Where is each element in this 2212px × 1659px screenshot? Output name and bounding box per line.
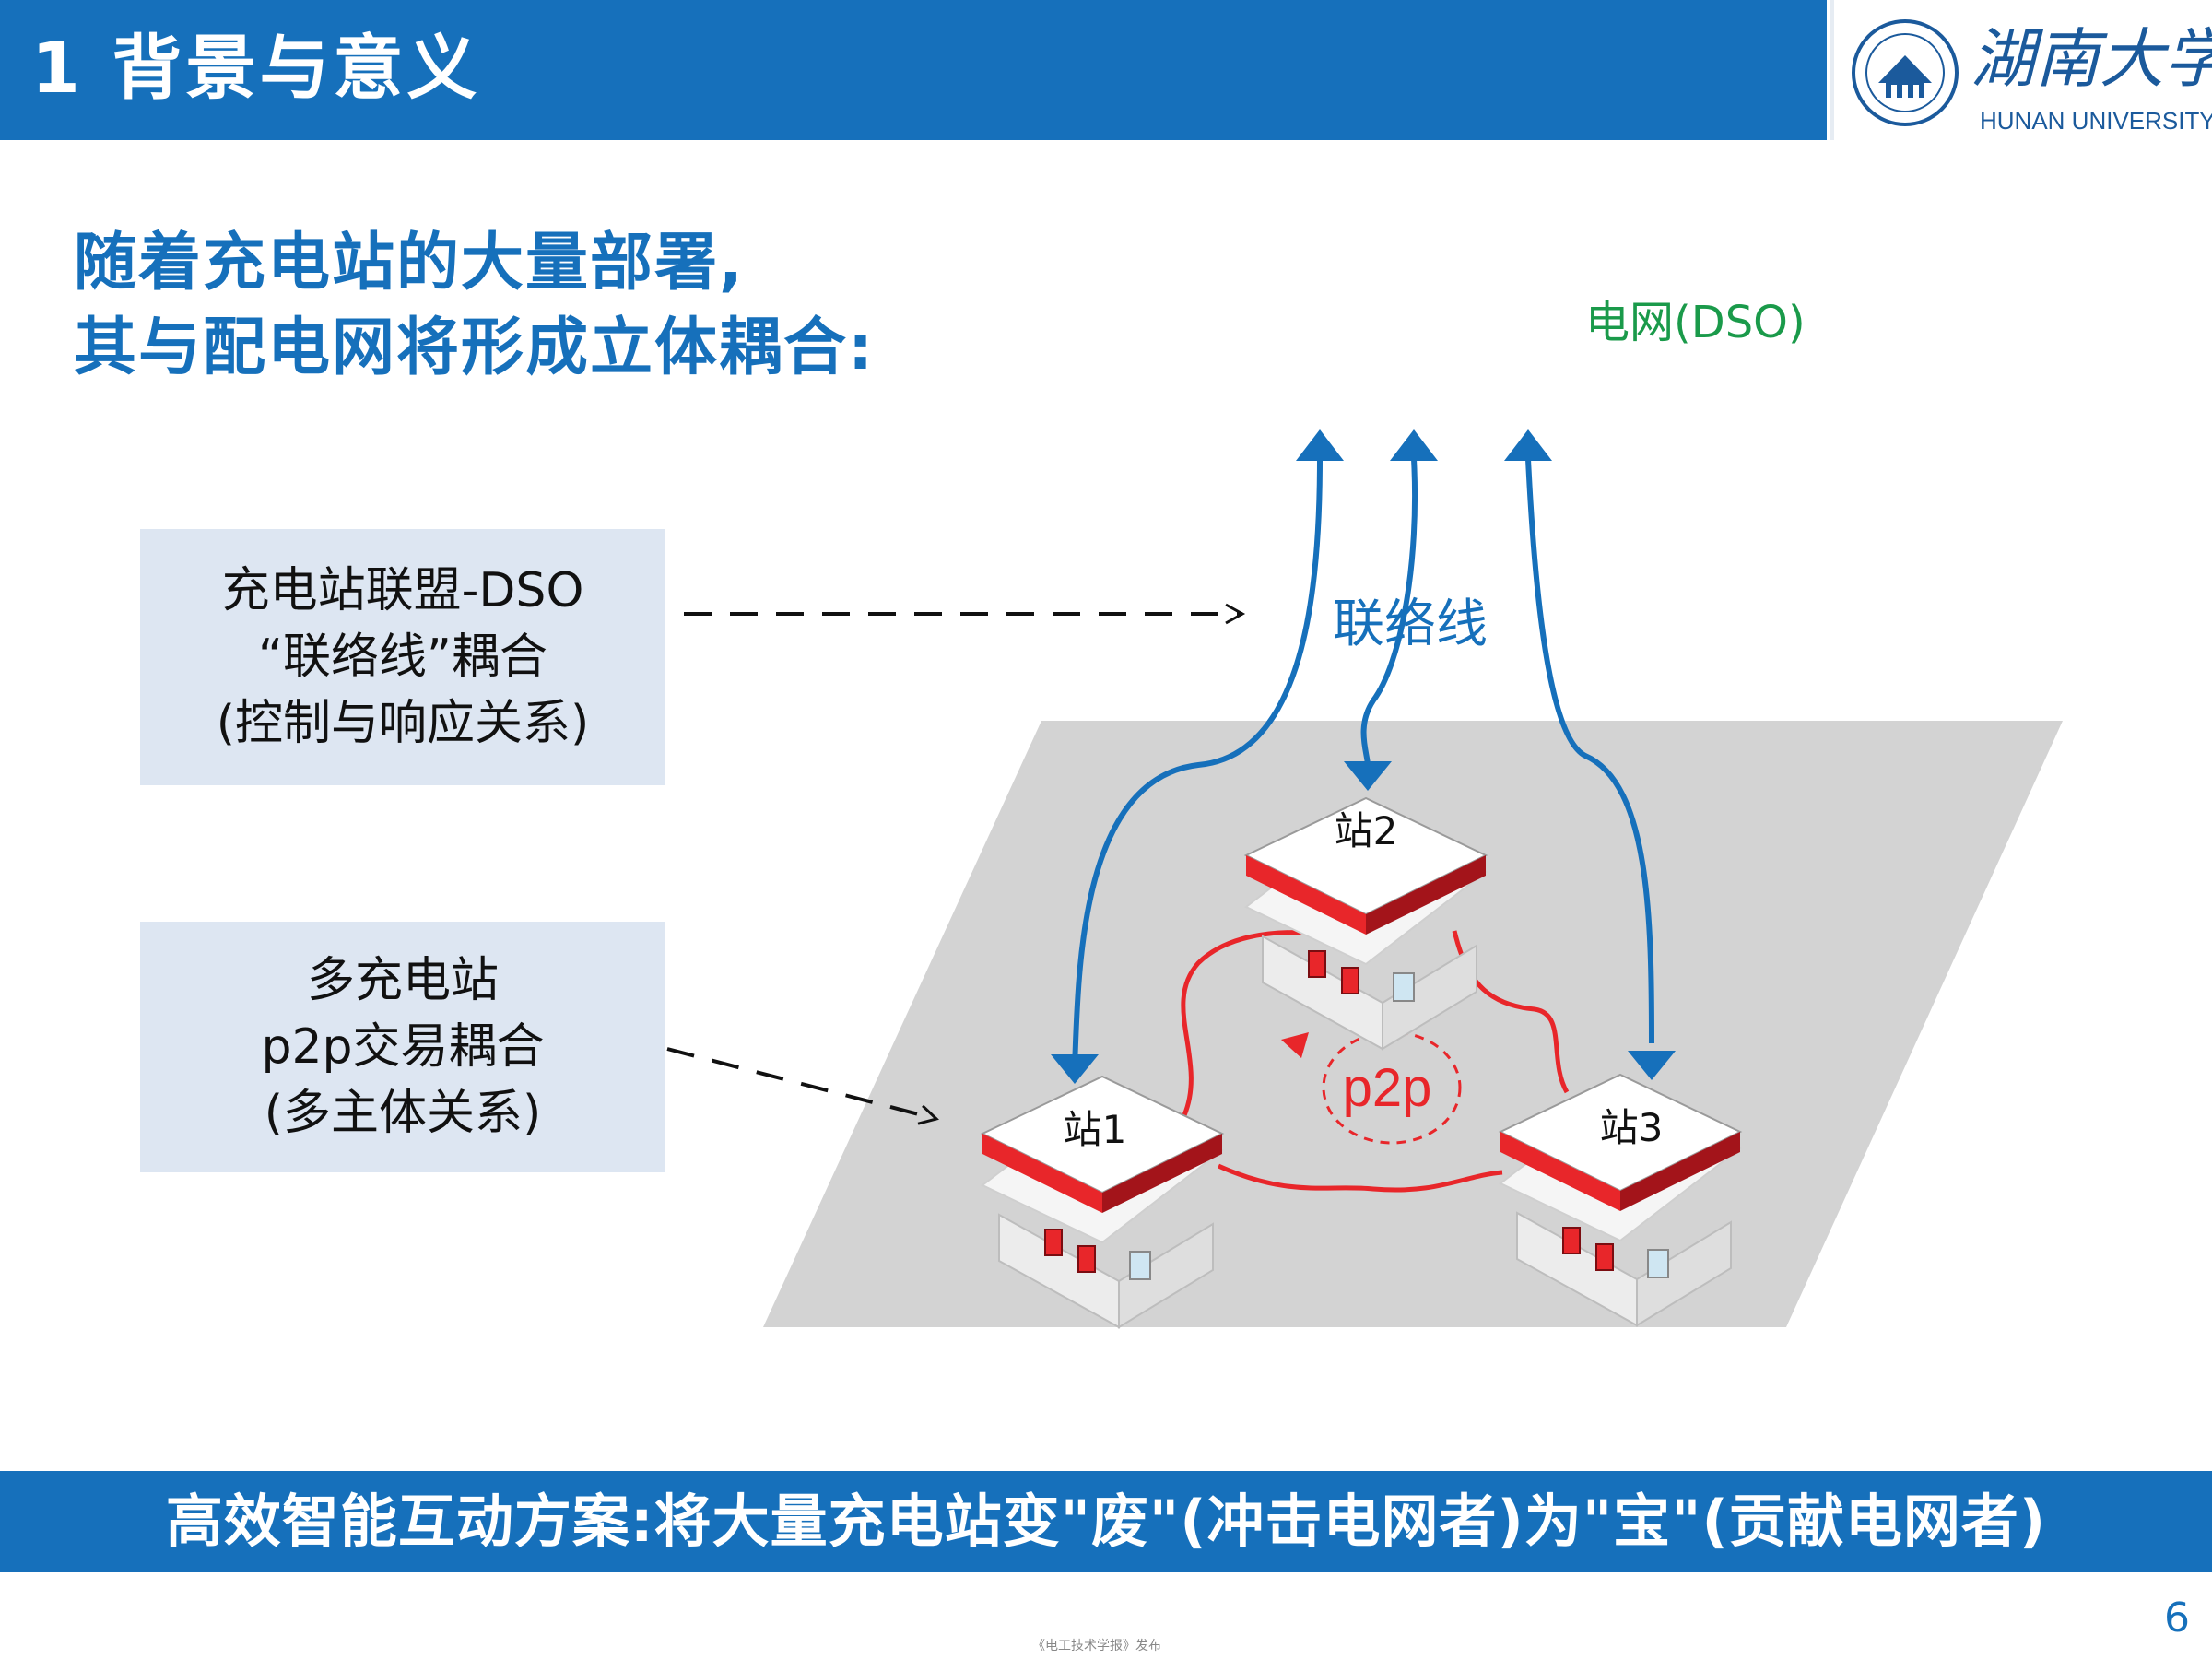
p2p-coupling-box: 多充电站 p2p交易耦合 (多主体关系): [140, 922, 665, 1172]
intro-line-2: 其与配电网将形成立体耦合:: [74, 312, 876, 384]
p2p-cycle-arrowhead: [1281, 1032, 1309, 1058]
university-name-en: HUNAN UNIVERSITY: [1980, 107, 2212, 135]
university-name-cn: 湖南大学: [1971, 21, 2212, 97]
publisher-note: 《电工技术学报》发布: [1032, 1639, 1161, 1653]
university-seal-icon: [1852, 19, 1959, 126]
station-1: 站1: [982, 1076, 1223, 1328]
p2p-link-1-3: [1217, 1163, 1503, 1193]
box2-line-1: 多充电站: [306, 953, 499, 1008]
tie-line-3-up-arrowhead: [1504, 429, 1552, 461]
box2-line-2: p2p交易耦合: [261, 1019, 545, 1075]
box2-pointer-arrow: [666, 1047, 939, 1125]
p2p-cycle-arrow: [1322, 1030, 1462, 1145]
p2p-link-1-2: [1181, 930, 1310, 1116]
station-3: 站3: [1500, 1074, 1741, 1326]
box1-line-2: “联络线”耦合: [258, 629, 547, 685]
slide-title: 1 背景与意义: [31, 27, 481, 109]
page-number: 6: [2164, 1594, 2190, 1641]
tie-line-coupling-box: 充电站联盟-DSO “联络线”耦合 (控制与响应关系): [140, 529, 665, 785]
tie-line-2-up-arrowhead: [1390, 429, 1438, 461]
box1-line-1: 充电站联盟-DSO: [221, 563, 584, 618]
tie-line-3-down-arrowhead: [1628, 1051, 1676, 1080]
tie-line-2-down-arrowhead: [1344, 761, 1392, 791]
tie-line-3: [1525, 458, 1654, 1044]
tie-line-1-down-arrowhead: [1051, 1054, 1099, 1084]
tie-line-1: [1072, 458, 1323, 1068]
tie-line-1-up-arrowhead: [1296, 429, 1344, 461]
box1-line-3: (控制与响应关系): [216, 696, 590, 751]
tie-line-label: 联络线: [1333, 594, 1488, 654]
box2-line-3: (多主体关系): [264, 1086, 542, 1141]
station-3-label: 站3: [1600, 1105, 1664, 1150]
intro-line-1: 随着充电站的大量部署,: [74, 227, 745, 300]
station-1-label: 站1: [1064, 1107, 1127, 1152]
intro-text: 随着充电站的大量部署, 其与配电网将形成立体耦合:: [74, 221, 875, 391]
station-2: 站2: [1245, 797, 1487, 1050]
tie-line-2: [1360, 458, 1418, 768]
header-bar: 1 背景与意义: [0, 0, 1827, 140]
solution-banner: 高效智能互动方案:将大量充电站变"废"(冲击电网者)为"宝"(贡献电网者): [0, 1471, 2212, 1572]
station-2-label: 站2: [1335, 808, 1398, 853]
p2p-label: p2p: [1343, 1058, 1432, 1118]
grid-dso-label: 电网(DSO): [1585, 297, 1806, 348]
